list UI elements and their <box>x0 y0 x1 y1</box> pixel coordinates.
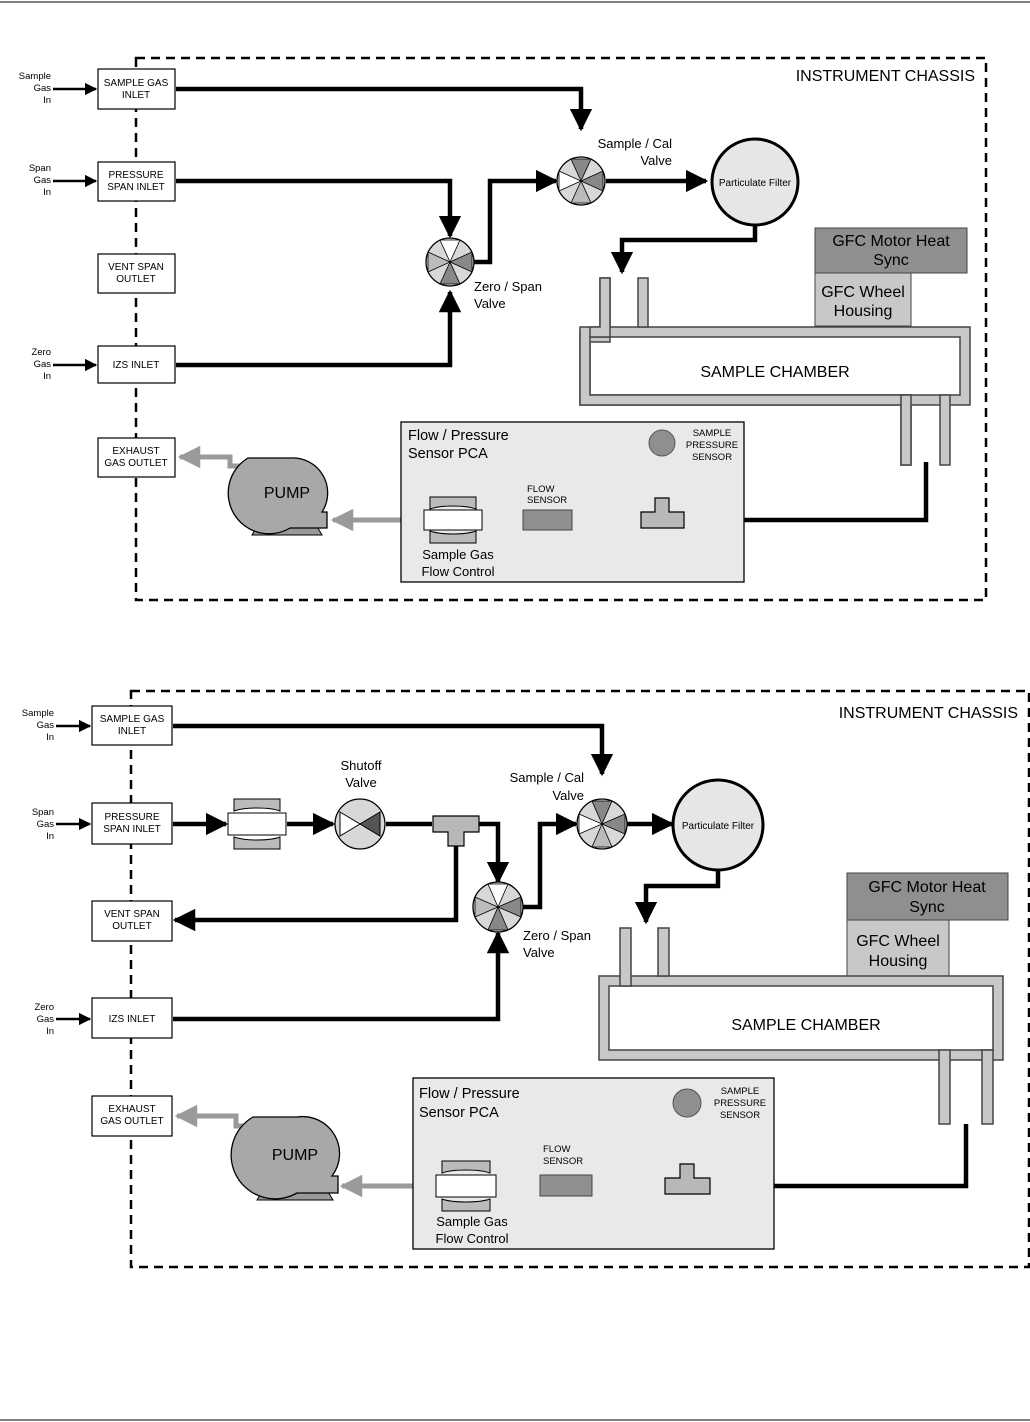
pipe-pump-to-exhaust <box>174 1104 253 1129</box>
pipe-filter-to-chamber <box>610 225 758 275</box>
pipe-tee-to-zs-valve <box>479 821 510 885</box>
tee-fitting <box>640 497 685 529</box>
port-izs-inlet: IZS INLET <box>91 997 173 1039</box>
pipe-chamber-to-tee <box>687 462 929 532</box>
pipe-tee-to-vent <box>172 845 459 932</box>
span-tee-fitting <box>432 815 480 847</box>
gfc-motor-heat-sync <box>814 227 968 274</box>
sample-chamber-label: SAMPLE CHAMBER <box>700 364 849 381</box>
sample-chamber <box>579 326 971 406</box>
pipe-zs-to-cal-valve <box>474 169 559 265</box>
particulate-filter-label: Particulate Filter <box>719 178 792 189</box>
pump <box>227 457 329 536</box>
zero-span-valve <box>425 237 475 287</box>
pipe-izs-to-zs-valve <box>176 289 462 368</box>
pipe-sample-to-cal-valve <box>173 723 614 777</box>
pipe-pump-to-exhaust <box>177 445 248 469</box>
instrument-chassis <box>134 56 988 602</box>
pump-label: PUMP <box>264 485 310 502</box>
pipe-zs-to-cal-valve <box>522 812 579 910</box>
pipe-span-to-zs-valve <box>176 178 462 239</box>
sample-gas-flow-control <box>435 1160 497 1212</box>
gfc-wheel-housing <box>846 919 950 977</box>
gfc-wheel-housing <box>814 272 912 327</box>
pipe-chamber-to-tee <box>710 1124 969 1198</box>
port-izs-inlet: IZS INLET <box>97 345 176 384</box>
svg-text:IZS INLET: IZS INLET <box>109 1014 156 1025</box>
sample-chamber-label: SAMPLE CHAMBER <box>731 1017 880 1034</box>
particulate-filter <box>671 778 765 872</box>
sample-pressure-sensor <box>648 429 676 457</box>
pipe-filter-to-chamber <box>634 870 721 925</box>
pump-label: PUMP <box>272 1147 318 1164</box>
sample-cal-valve <box>556 156 606 206</box>
pump <box>230 1115 341 1201</box>
particulate-filter-label: Particulate Filter <box>682 821 755 832</box>
pipe-sample-to-cal-valve <box>176 86 593 132</box>
shutoff-valve <box>334 798 386 850</box>
svg-text:IZS INLET: IZS INLET <box>113 360 160 371</box>
sample-gas-flow-control <box>423 496 483 544</box>
instrument-chassis <box>129 689 1030 1269</box>
flow-sensor <box>539 1174 593 1197</box>
flow-sensor <box>522 509 573 531</box>
span-pressure-regulator <box>227 798 287 850</box>
pipe-izs-to-zs-valve <box>173 930 510 1022</box>
sample-cal-valve <box>576 798 628 850</box>
sample-pressure-sensor <box>672 1088 702 1118</box>
particulate-filter <box>710 137 800 227</box>
tee-fitting <box>664 1163 711 1195</box>
zero-span-valve <box>472 881 524 933</box>
chassis-label: INSTRUMENT CHASSIS <box>796 68 975 85</box>
chassis-label: INSTRUMENT CHASSIS <box>839 705 1018 722</box>
